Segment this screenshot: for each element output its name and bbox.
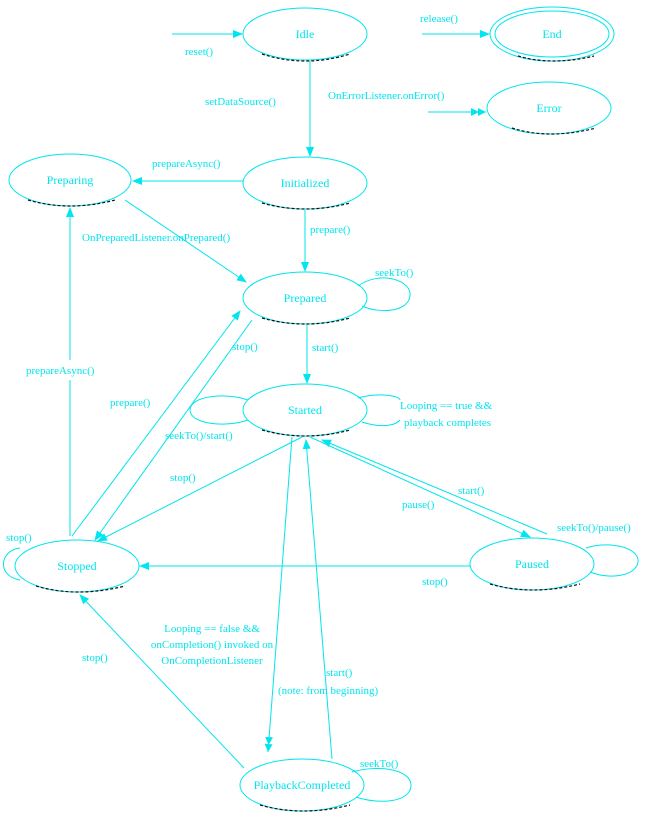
edge-start-paused: start(): [321, 439, 548, 535]
edge-seek-completed: seekTo(): [351, 758, 412, 802]
state-end: End: [489, 6, 615, 62]
state-label: Idle: [296, 27, 315, 41]
state-stopped: Stopped: [14, 539, 140, 593]
edge-label: start(): [312, 342, 339, 354]
edge-label: onCompletion() invoked on: [151, 639, 274, 651]
edge-label: prepare(): [310, 224, 351, 236]
edge-seek-pause-paused: seekTo()/pause(): [557, 522, 639, 577]
edge-label: Looping == true &&: [400, 400, 493, 412]
edge-label: prepareAsync(): [26, 365, 95, 377]
edge-label: OnCompletionListener: [161, 655, 263, 667]
edge-label: start(): [326, 667, 353, 679]
edge-label: stop(): [6, 532, 32, 544]
state-label: Initialized: [281, 176, 330, 190]
edge-label: stop(): [170, 472, 196, 484]
state-preparing: Preparing: [8, 153, 132, 207]
edge-on-error: OnErrorListener.onError(): [328, 90, 486, 116]
edge-prepare-stopped: prepare(): [71, 310, 241, 537]
edge-set-data-source: setDataSource(): [205, 61, 314, 157]
state-started: Started: [242, 383, 368, 437]
state-label: Error: [536, 101, 561, 115]
edge-label: start(): [458, 485, 485, 497]
edge-label: prepareAsync(): [152, 158, 221, 170]
edge-stop-stopped: stop(): [3, 532, 32, 581]
edge-seek-prepared: seekTo(): [357, 267, 414, 312]
edge-stop-prepared: stop(): [94, 319, 258, 541]
edge-reset: reset(): [172, 30, 243, 58]
edge-stop-started: stop(): [97, 436, 303, 542]
edge-prepare-initialized: prepare(): [301, 210, 351, 272]
edge-label: reset(): [185, 46, 213, 58]
edge-label: stop(): [422, 576, 448, 588]
state-label: Preparing: [47, 173, 94, 187]
state-initialized: Initialized: [242, 156, 368, 210]
edge-label: seekTo()/pause(): [557, 522, 631, 534]
state-idle: Idle: [242, 7, 368, 62]
edge-looping-false: Looping == false && onCompletion() invok…: [151, 436, 293, 753]
state-prepared: Prepared: [242, 271, 368, 325]
edge-label: setDataSource(): [205, 96, 276, 108]
edge-label: seekTo(): [375, 267, 414, 279]
edge-label: stop(): [232, 341, 258, 353]
edge-label: (note: from beginning): [278, 685, 379, 697]
edge-prepare-async-stopped: prepareAsync(): [26, 207, 95, 536]
state-label: Started: [288, 403, 322, 417]
state-label: Stopped: [57, 559, 96, 573]
edge-label: OnErrorListener.onError(): [328, 90, 445, 102]
state-paused: Paused: [469, 537, 595, 591]
edge-label: Looping == false &&: [164, 623, 260, 635]
edge-on-prepared: OnPreparedListener.onPrepared(): [82, 199, 247, 283]
state-playback-completed: PlaybackCompleted: [239, 758, 365, 812]
state-label: Paused: [515, 557, 549, 571]
edge-seek-start-started: seekTo()/start(): [165, 395, 249, 442]
edge-stop-completed: stop(): [79, 594, 245, 769]
edge-label: pause(): [402, 499, 435, 511]
edge-looping-true: Looping == true && playback completes: [357, 394, 493, 429]
state-label: Prepared: [284, 291, 327, 305]
edge-pause-started: pause(): [309, 436, 531, 538]
edge-label: seekTo(): [360, 758, 399, 770]
edge-release: release(): [420, 13, 490, 38]
edge-start-prepared: start(): [303, 325, 339, 384]
edge-label: prepare(): [110, 397, 151, 409]
edge-start-completed: start() (note: from beginning): [278, 439, 379, 760]
state-label: End: [542, 27, 561, 41]
edge-label: OnPreparedListener.onPrepared(): [82, 232, 230, 244]
edge-label: playback completes: [404, 417, 491, 429]
edge-stop-paused: stop(): [139, 562, 470, 588]
edge-prepare-async-initialized: prepareAsync(): [132, 158, 243, 185]
edge-label: release(): [420, 13, 458, 25]
state-label: PlaybackCompleted: [254, 778, 351, 792]
edge-label: seekTo()/start(): [165, 430, 233, 442]
state-error: Error: [486, 81, 612, 135]
edge-label: stop(): [82, 652, 108, 664]
